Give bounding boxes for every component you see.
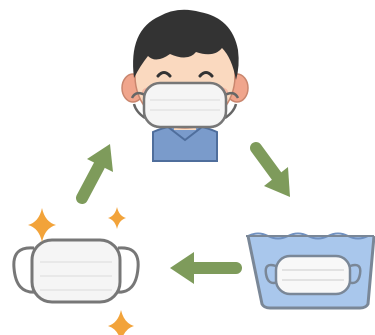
clean-sparkling-mask-icon [14,207,138,335]
arrow-down-right-icon [256,148,290,197]
mask-in-wash-basin-icon [246,234,374,309]
sparkle-icon [108,207,126,229]
arrow-up-right-icon [82,144,113,198]
person-face-mask [144,83,226,127]
arrow-left-icon [170,252,236,284]
person-shirt [153,125,217,161]
sparkle-icon [108,310,134,335]
washing-mask [276,256,350,294]
person-wearing-mask-icon [122,10,248,161]
clean-mask [32,240,120,302]
sparkle-icon [28,208,56,242]
